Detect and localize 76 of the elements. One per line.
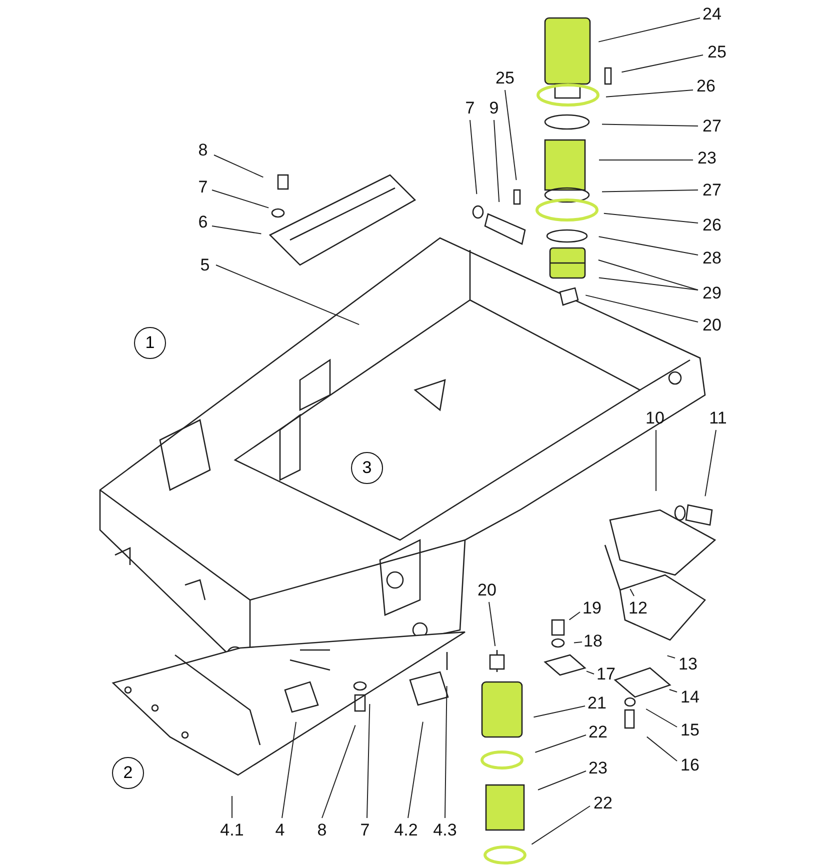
callout-number: 4.3 bbox=[433, 822, 457, 838]
leader-line bbox=[666, 655, 676, 658]
callout-number: 13 bbox=[678, 656, 698, 672]
callout-number: 25 bbox=[708, 44, 726, 60]
leader-line bbox=[646, 736, 678, 762]
leader-line bbox=[574, 642, 582, 644]
callout-number: 4.2 bbox=[394, 822, 418, 838]
callout-number: 22 bbox=[594, 794, 612, 812]
callout-number: 11 bbox=[709, 410, 727, 426]
callout-number: 24 bbox=[702, 6, 722, 22]
callout-number: 14 bbox=[680, 688, 700, 706]
callout-number: 20 bbox=[478, 582, 496, 598]
leader-line bbox=[212, 190, 270, 208]
leader-line bbox=[586, 670, 594, 674]
leader-line bbox=[533, 706, 586, 718]
callout-number: 27 bbox=[702, 182, 722, 198]
leader-line bbox=[282, 721, 296, 818]
leader-line bbox=[668, 689, 678, 692]
callout-number: 10 bbox=[646, 410, 664, 426]
callout-number: 16 bbox=[680, 756, 700, 774]
leader-line bbox=[598, 260, 698, 290]
callout-number: 28 bbox=[702, 250, 722, 266]
callout-number: 29 bbox=[702, 284, 722, 302]
leader-line bbox=[216, 264, 360, 326]
leader-line bbox=[408, 721, 424, 818]
callout-number: 12 bbox=[628, 600, 648, 616]
callout-number: 5 bbox=[200, 256, 210, 274]
callout-number: 23 bbox=[698, 150, 716, 166]
leader-line bbox=[598, 236, 698, 256]
leader-line bbox=[621, 54, 704, 73]
leader-line bbox=[504, 90, 517, 181]
callout-number: 21 bbox=[588, 694, 606, 712]
callout-number: 8 bbox=[198, 142, 208, 158]
callout-number: 4 bbox=[275, 822, 285, 838]
circled-view-number: 1 bbox=[134, 327, 166, 359]
callout-number: 27 bbox=[702, 118, 722, 134]
callout-number: 17 bbox=[596, 666, 616, 682]
callout-number: 20 bbox=[702, 316, 722, 334]
callout-number: 8 bbox=[317, 822, 327, 838]
callout-number: 4.1 bbox=[220, 822, 244, 838]
leader-line bbox=[444, 686, 448, 818]
callout-number: 23 bbox=[588, 760, 608, 776]
leader-line bbox=[531, 806, 590, 845]
leader-line bbox=[598, 18, 700, 42]
leader-line bbox=[704, 430, 716, 497]
leader-line bbox=[585, 294, 698, 322]
callout-number: 7 bbox=[360, 822, 370, 838]
callout-number: 22 bbox=[588, 724, 608, 740]
leader-line bbox=[603, 212, 698, 224]
leader-line bbox=[322, 724, 356, 818]
leader-line bbox=[470, 120, 478, 195]
leader-line bbox=[212, 226, 262, 234]
leader-line bbox=[630, 588, 634, 596]
callout-number: 7 bbox=[198, 178, 208, 196]
leader-line bbox=[488, 602, 496, 647]
leader-line bbox=[538, 770, 586, 790]
leader-line bbox=[568, 612, 580, 620]
leader-line bbox=[602, 190, 698, 192]
callout-number: 26 bbox=[702, 216, 722, 234]
leader-line bbox=[598, 277, 698, 290]
callout-number: 15 bbox=[680, 722, 700, 738]
callout-number: 26 bbox=[696, 78, 716, 94]
callout-number: 18 bbox=[584, 632, 602, 650]
leader-line bbox=[366, 704, 370, 818]
circled-view-number: 2 bbox=[112, 757, 144, 789]
leader-line bbox=[534, 734, 586, 753]
leader-line bbox=[602, 124, 698, 126]
leader-line bbox=[606, 90, 694, 98]
callout-number: 6 bbox=[198, 214, 208, 230]
callout-number: 9 bbox=[489, 100, 499, 116]
leader-line bbox=[646, 708, 678, 728]
callout-number: 25 bbox=[496, 70, 514, 86]
callout-number: 7 bbox=[465, 100, 475, 116]
leader-line bbox=[214, 154, 264, 178]
callout-number: 19 bbox=[582, 600, 602, 616]
leader-line bbox=[494, 120, 500, 202]
